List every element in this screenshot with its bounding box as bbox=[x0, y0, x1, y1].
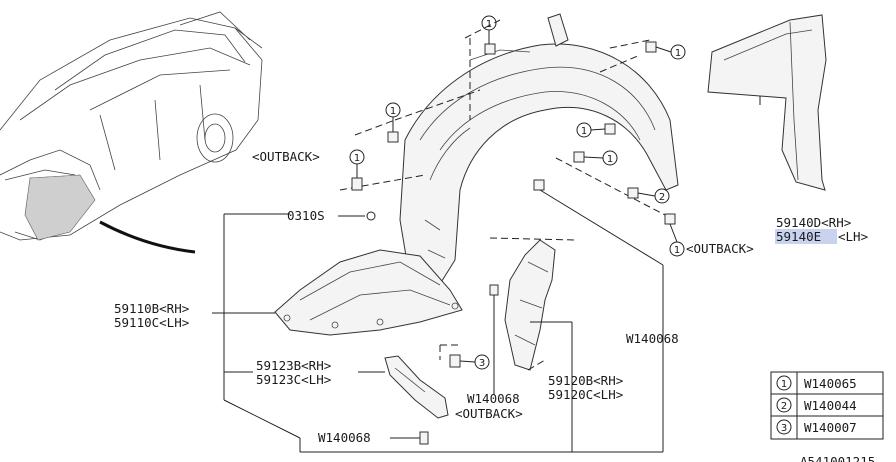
callout-1-left: 1 bbox=[385, 102, 401, 132]
label-59123b: 59123B<RH> bbox=[256, 358, 331, 373]
callout-number: 1 bbox=[581, 126, 587, 137]
label-w140068-bottom: W140068 bbox=[318, 430, 371, 445]
legend-part: W140044 bbox=[804, 398, 857, 413]
callout-number: 1 bbox=[390, 106, 396, 117]
fender-part bbox=[707, 14, 827, 191]
callout-number: 3 bbox=[479, 358, 485, 369]
leader-lines bbox=[212, 96, 761, 453]
legend-row: 3 W140007 bbox=[776, 419, 857, 435]
callout-1-top: 1 bbox=[481, 15, 497, 44]
callout-1-outback-left: 1 bbox=[349, 149, 365, 178]
label-w140068-mid: W140068 bbox=[467, 391, 520, 406]
highlight-59140e bbox=[775, 229, 837, 244]
callout-1-mid-right-a: 1 bbox=[576, 122, 606, 138]
label-59140d: 59140D<RH> bbox=[776, 215, 851, 230]
label-w140068-right: W140068 bbox=[626, 331, 679, 346]
legend-row: 2 W140044 bbox=[776, 397, 857, 413]
callout-1-upper-right: 1 bbox=[655, 44, 686, 60]
callout-2: 2 bbox=[637, 188, 670, 204]
legend-part: W140065 bbox=[804, 376, 857, 391]
label-59140e-side: <LH> bbox=[838, 229, 868, 244]
legend-row: 1 W140065 bbox=[776, 375, 857, 391]
label-outback-bottom: <OUTBACK> bbox=[455, 406, 523, 421]
callout-number: 1 bbox=[675, 48, 681, 59]
callout-number: 1 bbox=[607, 154, 613, 165]
diagram-code: A541001215 bbox=[800, 454, 875, 462]
undercover-part bbox=[274, 249, 463, 336]
callout-number: 1 bbox=[486, 19, 492, 30]
label-0310s: 0310S bbox=[287, 208, 325, 223]
callout-number: 1 bbox=[674, 245, 680, 256]
label-59120c: 59120C<LH> bbox=[548, 387, 623, 402]
callout-1-mid-right-b: 1 bbox=[583, 150, 618, 166]
dashed-lines bbox=[339, 19, 666, 371]
label-outback-right: <OUTBACK> bbox=[686, 241, 754, 256]
label-59120b: 59120B<RH> bbox=[548, 373, 623, 388]
legend-number: 3 bbox=[781, 423, 787, 434]
callout-number: 2 bbox=[659, 192, 665, 203]
callout-1-outback-right: 1 bbox=[669, 223, 685, 257]
label-59110c: 59110C<LH> bbox=[114, 315, 189, 330]
bracket-59120-part bbox=[504, 239, 556, 371]
vehicle-illustration bbox=[0, 11, 263, 254]
legend-number: 1 bbox=[781, 379, 787, 390]
bracket-59123-part bbox=[384, 355, 449, 419]
label-59110b: 59110B<RH> bbox=[114, 301, 189, 316]
legend-number: 2 bbox=[781, 401, 787, 412]
label-59123c: 59123C<LH> bbox=[256, 372, 331, 387]
label-59140e[interactable]: 59140E bbox=[776, 229, 821, 244]
legend-table: 1 W140065 2 W140044 3 W140007 bbox=[770, 371, 884, 440]
callout-3: 3 bbox=[459, 354, 490, 370]
label-outback-left: <OUTBACK> bbox=[252, 149, 320, 164]
callout-number: 1 bbox=[354, 153, 360, 164]
legend-part: W140007 bbox=[804, 420, 857, 435]
fasteners bbox=[351, 41, 676, 368]
